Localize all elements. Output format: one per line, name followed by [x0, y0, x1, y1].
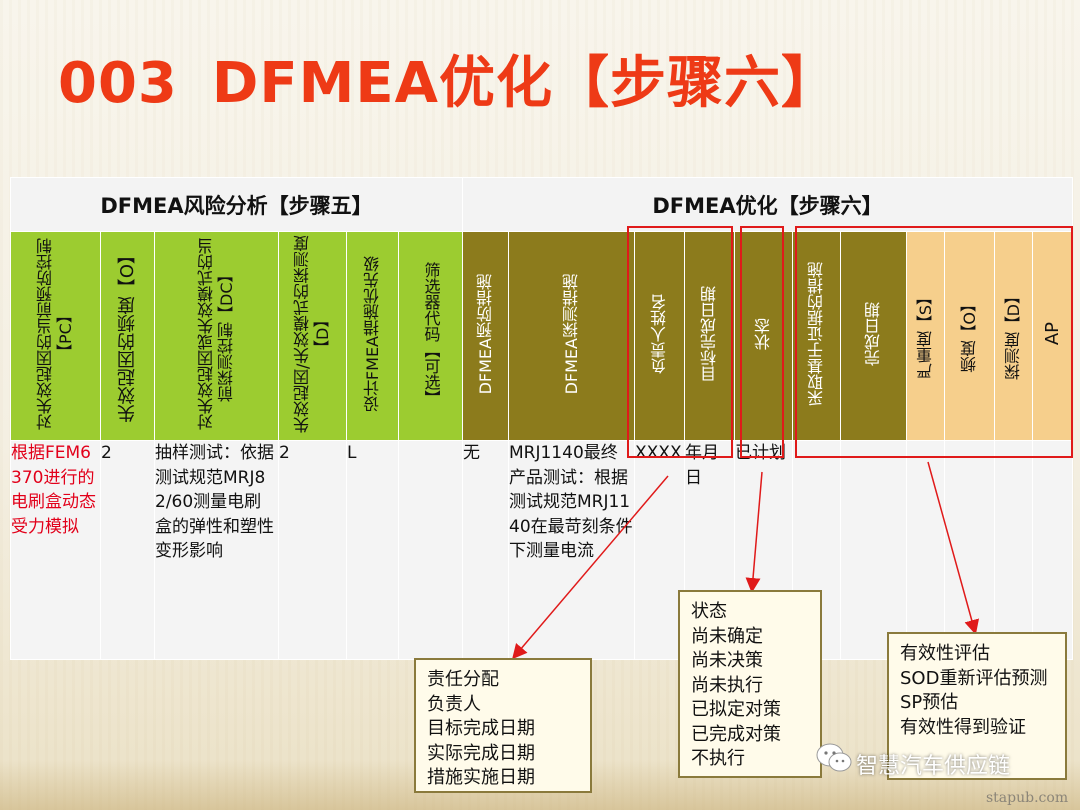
cell-detection-control: 抽样测试：依据测试规范MRJ82/60测量电刷盒的弹性和塑性变形影响 [154, 440, 279, 660]
section-header-risk-analysis: DFMEA风险分析【步骤五】 [10, 177, 463, 232]
callout-status: 状态 尚未确定 尚未决策 尚未执行 已拟定对策 已完成对策 不执行 [678, 590, 822, 778]
page-title: 003 DFMEA优化【步骤六】 [58, 38, 838, 119]
highlight-responsibility [627, 226, 733, 458]
header-ap: AP [1032, 231, 1073, 441]
cell-ap [1032, 440, 1073, 660]
header-detection-action: DFMEA探测措施 [508, 231, 635, 441]
header-occurrence: 失效起因的频度【O】 [100, 231, 155, 441]
section-header-optimization: DFMEA优化【步骤六】 [462, 177, 1073, 232]
cell-detection-new [994, 440, 1033, 660]
header-evidence-action: 采取基于证据的措施 [792, 231, 841, 441]
cell-filter-code [398, 440, 463, 660]
cell-responsible-name: XXXX [634, 440, 685, 660]
header-prevention-action: DFMEA预防措施 [462, 231, 509, 441]
wechat-icon [816, 743, 852, 772]
title-text: DFMEA优化【步骤六】 [211, 51, 838, 116]
header-completion-date: 完成日期 [840, 231, 907, 441]
cell-detection-action: MRJ1140最终产品测试：根据测试规范MRJ1140在最苛刻条件下测量电流 [508, 440, 635, 660]
header-severity: 严重度【S】 [906, 231, 945, 441]
cell-detection: 2 [278, 440, 347, 660]
dfmea-table: DFMEA风险分析【步骤五】 DFMEA优化【步骤六】 对失效起因的当前预防控制… [10, 177, 1073, 660]
cell-action-priority: L [346, 440, 399, 660]
header-detection: 失效起因/失效模式的探测度【D】 [278, 231, 347, 441]
header-target-date: 目标完成日期 [684, 231, 735, 441]
highlight-evaluation [795, 226, 1073, 458]
header-responsible-name: 负责人姓名 [634, 231, 685, 441]
table-row: 根据FEM6370进行的电刷盒动态受力模拟 2 抽样测试：依据测试规范MRJ82… [10, 440, 1073, 660]
arrow-evaluation [927, 461, 980, 635]
callout-evaluation: 有效性评估 SOD重新评估预测 SP预估 有效性得到验证 [887, 632, 1067, 780]
site-label: stapub.com [986, 790, 1069, 806]
highlight-status [740, 226, 784, 458]
watermark-label: 智慧汽车供应链 [856, 754, 1011, 779]
cell-severity [906, 440, 945, 660]
arrow-status [745, 471, 763, 593]
arrow-responsibility [512, 475, 669, 660]
title-number: 003 [58, 51, 178, 116]
callout-responsibility: 责任分配 负责人 目标完成日期 实际完成日期 措施实施日期 [414, 658, 592, 793]
header-filter-code: 筛选器代码【可选】 [398, 231, 463, 441]
cell-occurrence: 2 [100, 440, 155, 660]
cell-prevention-action: 无 [462, 440, 509, 660]
header-action-priority: 设计FMEA措施优先级 [346, 231, 399, 441]
header-prevention-control: 对失效起因的当前预防控制【PC】 [10, 231, 101, 441]
header-detection-control: 对失效起因或失效模式的当前探测控制【DC】 [154, 231, 279, 441]
cell-prevention-control: 根据FEM6370进行的电刷盒动态受力模拟 [10, 440, 101, 660]
cell-completion-date [840, 440, 907, 660]
